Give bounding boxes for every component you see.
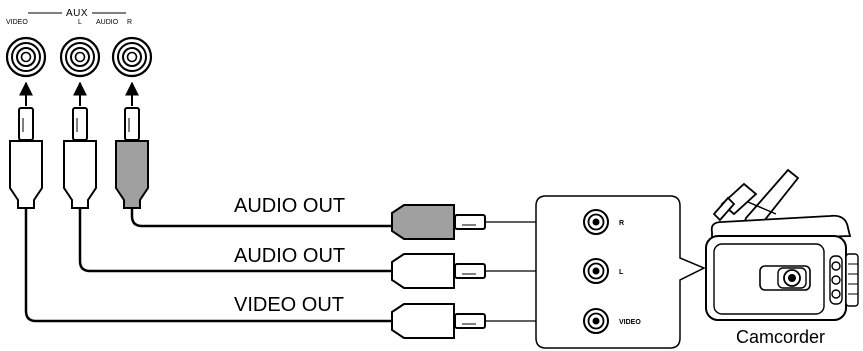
aux-jack-audio-l (59, 36, 101, 78)
cam-plug-audio-r (391, 204, 486, 240)
aux-group-label: AUX (66, 8, 88, 19)
aux-video-label: VIDEO (6, 19, 28, 26)
cam-jack-video (583, 308, 609, 334)
jack-panel-callout (535, 195, 706, 349)
cam-jack-l (583, 258, 609, 284)
aux-audio-label: AUDIO (96, 19, 119, 26)
aux-jack-audio-r (111, 36, 153, 78)
cam-plug-video (391, 303, 486, 339)
cam-jack-l-label: L (619, 269, 624, 276)
cable-label-audio-out-r: AUDIO OUT (234, 195, 345, 217)
cam-jack-video-label: VIDEO (619, 319, 641, 326)
cam-jack-r (583, 209, 609, 235)
aux-l-label: L (78, 19, 82, 26)
aux-r-label: R (127, 19, 132, 26)
cable-label-video-out: VIDEO OUT (234, 294, 344, 316)
cam-plug-audio-l (391, 253, 486, 289)
cable-label-audio-out-l: AUDIO OUT (234, 245, 345, 267)
aux-plug-video (9, 107, 43, 209)
camcorder-label: Camcorder (736, 327, 825, 347)
aux-jack-video (5, 36, 47, 78)
aux-header: AUX VIDEO L AUDIO R (6, 8, 132, 26)
camcorder-illustration (705, 168, 859, 321)
aux-plug-audio-r (115, 107, 149, 209)
cam-jack-r-label: R (619, 220, 624, 227)
cable-wires (24, 208, 392, 323)
aux-plug-audio-l (63, 107, 97, 209)
aux-arrows (19, 81, 139, 106)
